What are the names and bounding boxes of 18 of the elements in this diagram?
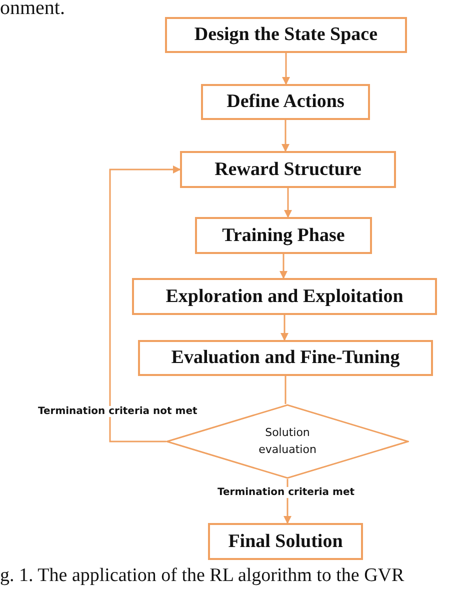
arrow xyxy=(280,315,288,341)
process-box: Training Phase xyxy=(195,217,372,254)
arrow xyxy=(284,188,292,218)
edge-label: Termination criteria met xyxy=(218,487,355,498)
process-box: Define Actions xyxy=(201,84,370,120)
process-box: Reward Structure xyxy=(180,151,396,188)
decision-text: Solution evaluation xyxy=(258,425,318,458)
process-box: Evaluation and Fine-Tuning xyxy=(138,340,433,376)
arrow xyxy=(282,53,290,85)
process-box: Exploration and Exploitation xyxy=(132,278,437,315)
arrow xyxy=(280,254,288,279)
figure-caption: g. 1. The application of the RL algorithm to the GVR xyxy=(0,565,406,587)
arrow xyxy=(282,120,290,152)
edge-label: Termination criteria not met xyxy=(38,406,198,417)
process-box: Design the State Space xyxy=(165,17,407,53)
arrow xyxy=(109,166,181,442)
process-box: Final Solution xyxy=(208,523,363,560)
text-fragment: onment. xyxy=(0,0,65,19)
